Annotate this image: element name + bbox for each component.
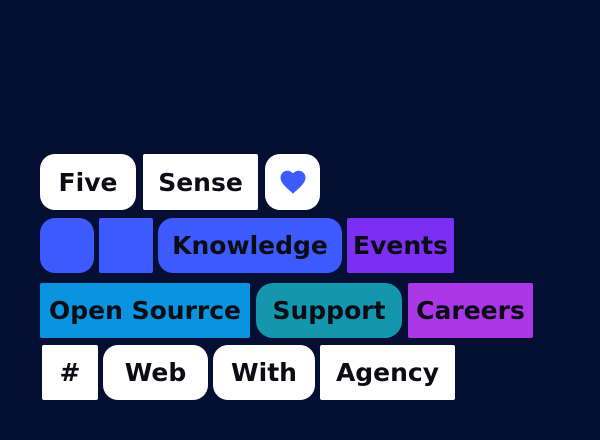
- nav-item-support[interactable]: Support: [256, 283, 402, 338]
- nav-item-knowledge-label: Knowledge: [172, 231, 328, 260]
- brand-word-sense-label: Sense: [158, 167, 243, 197]
- tag-with-label: With: [231, 358, 297, 387]
- heart-icon: [280, 170, 305, 194]
- row-brand: Five Sense: [40, 154, 320, 210]
- decorative-blue-square: [99, 218, 153, 273]
- tag-with[interactable]: With: [213, 345, 315, 400]
- nav-item-careers-label: Careers: [416, 296, 525, 325]
- nav-item-events[interactable]: Events: [347, 218, 454, 273]
- tag-agency[interactable]: Agency: [320, 345, 455, 400]
- row-tags: # Web With Agency: [42, 345, 455, 400]
- tag-hash-label: #: [59, 358, 81, 387]
- brand-word-sense-pill[interactable]: Sense: [143, 154, 258, 210]
- nav-item-support-label: Support: [272, 296, 386, 325]
- row-nav-middle: Open Sourrce Support Careers: [40, 283, 533, 338]
- decorative-blue-rounded-square: [40, 218, 94, 273]
- tag-hash[interactable]: #: [42, 345, 98, 400]
- tag-agency-label: Agency: [335, 358, 440, 387]
- row-nav-top: Knowledge Events: [40, 218, 454, 273]
- nav-item-events-label: Events: [353, 231, 448, 260]
- nav-item-open-source-label: Open Sourrce: [48, 296, 242, 325]
- nav-item-knowledge[interactable]: Knowledge: [158, 218, 342, 273]
- favorite-button[interactable]: [265, 154, 320, 210]
- tag-web[interactable]: Web: [103, 345, 208, 400]
- tag-web-label: Web: [124, 358, 187, 387]
- nav-item-careers[interactable]: Careers: [408, 283, 533, 338]
- nav-item-open-source[interactable]: Open Sourrce: [40, 283, 250, 338]
- brand-word-five-label: Five: [58, 167, 118, 197]
- brand-word-five-pill[interactable]: Five: [40, 154, 136, 210]
